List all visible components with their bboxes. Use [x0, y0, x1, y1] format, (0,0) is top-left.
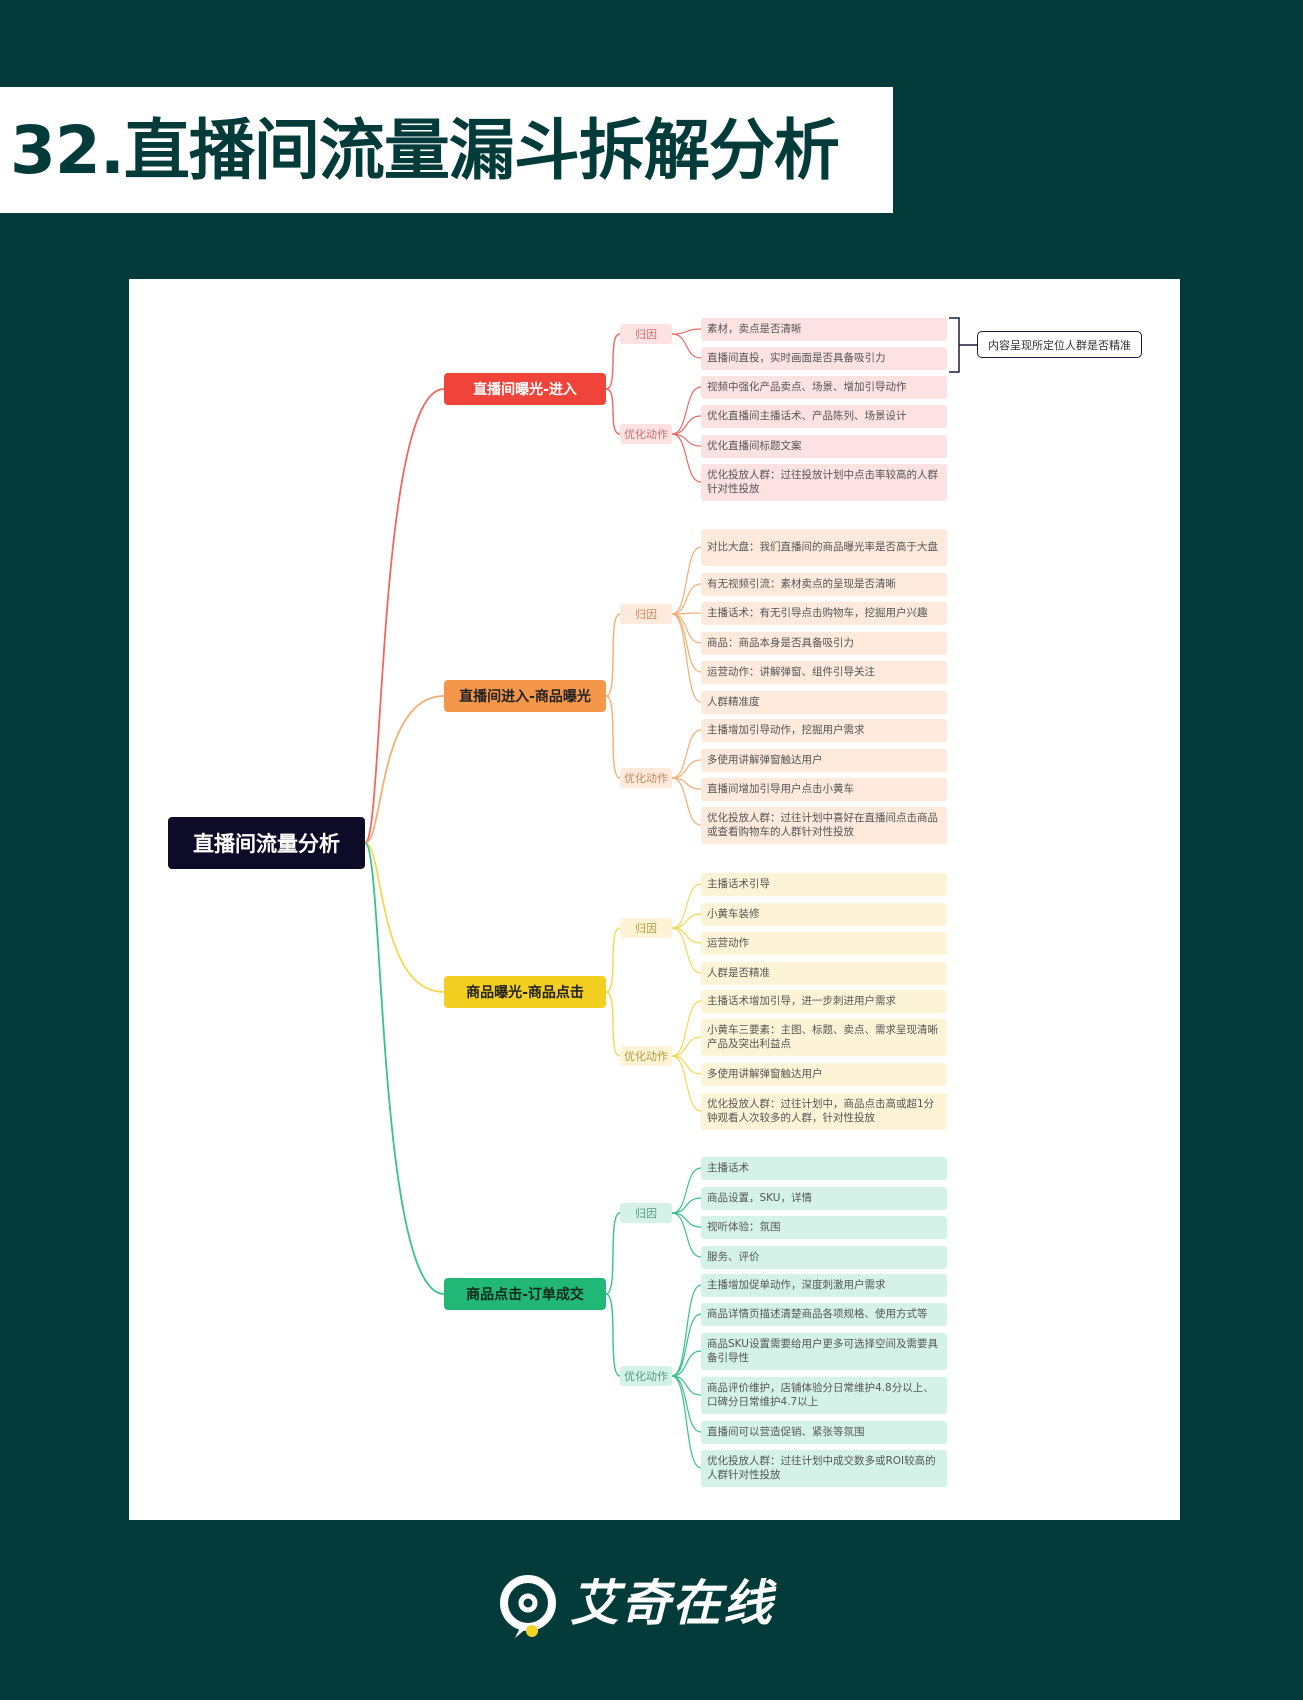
leaf-item: 直播间直投，实时画面是否具备吸引力: [701, 347, 947, 370]
leaf-item: 视听体验：氛围: [701, 1216, 947, 1239]
connector-line: [605, 991, 621, 1057]
connector-line: [671, 1313, 702, 1377]
mindmap-panel: 直播间流量分析 直播间曝光-进入 归因 优化动作 素材，卖点是否清晰 直播间直投…: [129, 279, 1180, 1520]
connector-line: [671, 1000, 702, 1057]
group-label: 优化动作: [620, 768, 672, 788]
connector-line: [671, 1212, 702, 1258]
leaf-item: 运营动作：讲解弹窗、组件引导关注: [701, 661, 947, 684]
leaf-item: 商品SKU设置需要给用户更多可选择空间及需要具备引导性: [701, 1333, 947, 1370]
group-label: 归因: [620, 324, 672, 344]
connector-line: [671, 883, 702, 929]
leaf-item: 多使用讲解弹窗触达用户: [701, 749, 947, 772]
connector-line: [671, 613, 702, 703]
root-node: 直播间流量分析: [168, 817, 365, 869]
logo-text: 艾奇在线: [570, 1575, 775, 1632]
connector-line: [671, 1375, 702, 1469]
connector-line: [605, 388, 621, 435]
connector-line: [671, 613, 702, 673]
leaf-item: 主播增加引导动作，挖掘用户需求: [701, 719, 947, 742]
connector-line: [671, 729, 702, 779]
leaf-item: 人群是否精准: [701, 962, 947, 985]
leaf-item: 主播话术引导: [701, 873, 947, 896]
connector-line: [671, 415, 702, 435]
leaf-item: 主播话术: [701, 1157, 947, 1180]
leaf-item: 服务、评价: [701, 1246, 947, 1269]
group-label: 归因: [620, 604, 672, 624]
connector-line: [671, 1055, 702, 1075]
leaf-item: 运营动作: [701, 932, 947, 955]
connector-line: [949, 317, 960, 373]
connector-line: [364, 842, 445, 993]
connector-line: [671, 1036, 702, 1057]
leaf-item: 商品：商品本身是否具备吸引力: [701, 632, 947, 655]
leaf-item: 优化投放人群：过往计划中喜好在直播间点击商品或查看购物车的人群针对性投放: [701, 807, 947, 844]
connector-line: [605, 695, 621, 779]
connector-line: [671, 927, 702, 944]
connector-line: [605, 1293, 621, 1377]
group-label: 归因: [620, 1203, 672, 1223]
connector-line: [671, 1197, 702, 1214]
connector-line: [671, 759, 702, 779]
connector-line: [671, 613, 702, 644]
leaf-item: 商品设置，SKU，详情: [701, 1187, 947, 1210]
connector-line: [671, 1375, 702, 1433]
branch-node: 商品曝光-商品点击: [444, 976, 606, 1008]
leaf-item: 主播话术：有无引导点击购物车，挖掘用户兴趣: [701, 602, 947, 625]
leaf-item: 商品详情页描述清楚商品各项规格、使用方式等: [701, 1303, 947, 1326]
connector-line: [671, 1350, 702, 1377]
leaf-item: 主播增加促单动作，深度刺激用户需求: [701, 1274, 947, 1297]
branch-node: 直播间曝光-进入: [444, 373, 606, 405]
connector-line: [671, 328, 702, 335]
connector-line: [605, 1212, 621, 1295]
leaf-item: 优化投放人群：过往计划中成交数多或ROI较高的人群针对性投放: [701, 1450, 947, 1487]
connector-line: [671, 433, 702, 483]
connector-line: [671, 1055, 702, 1112]
connector-line: [364, 695, 445, 844]
connector-line: [605, 927, 621, 993]
connector-line: [671, 583, 702, 615]
leaf-item: 有无视频引流：素材卖点的呈现是否清晰: [701, 573, 947, 596]
group-label: 归因: [620, 918, 672, 938]
leaf-item: 直播间可以营造促销、紧张等氛围: [701, 1421, 947, 1444]
connector-line: [671, 927, 702, 974]
connector-line: [364, 842, 445, 1295]
leaf-item: 对比大盘：我们直播间的商品曝光率是否高于大盘: [701, 529, 947, 566]
connector-line: [671, 333, 702, 359]
branch-node: 商品点击-订单成交: [444, 1278, 606, 1310]
branch-node: 直播间进入-商品曝光: [444, 680, 606, 712]
title-banner: 32.直播间流量漏斗拆解分析: [0, 87, 893, 213]
connector-line: [671, 1212, 702, 1228]
connector-line: [671, 386, 702, 435]
leaf-item: 多使用讲解弹窗触达用户: [701, 1063, 947, 1086]
leaf-item: 人群精准度: [701, 691, 947, 714]
leaf-item: 小黄车装修: [701, 903, 947, 926]
leaf-item: 商品评价维护，店铺体验分日常维护4.8分以上、口碑分日常维护4.7以上: [701, 1377, 947, 1414]
leaf-item: 小黄车三要素：主图、标题、卖点、需求呈现清晰产品及突出利益点: [701, 1019, 947, 1056]
connector-line: [671, 1284, 702, 1377]
leaf-item: 优化直播间标题文案: [701, 435, 947, 458]
leaf-item: 直播间增加引导用户点击小黄车: [701, 778, 947, 801]
leaf-item: 优化直播间主播话术、产品陈列、场景设计: [701, 405, 947, 428]
connector-line: [364, 388, 445, 844]
leaf-item: 优化投放人群：过往投放计划中点击率较高的人群针对性投放: [701, 464, 947, 501]
connector-line: [605, 613, 621, 697]
connector-line: [671, 913, 702, 929]
connector-lines: [364, 317, 977, 1469]
connector-line: [671, 546, 702, 615]
brand-logo: 艾奇在线: [495, 1570, 785, 1640]
leaf-item: 素材，卖点是否清晰: [701, 318, 947, 341]
leaf-item: 优化投放人群：过往计划中，商品点击高或超1分钟观看人次较多的人群，针对性投放: [701, 1093, 947, 1130]
leaf-item: 主播话术增加引导，进一步刺进用户需求: [701, 990, 947, 1013]
leaf-item: 视频中强化产品卖点、场景、增加引导动作: [701, 376, 947, 399]
connector-line: [671, 777, 702, 826]
logo-icon: [500, 1575, 556, 1638]
connector-line: [671, 1167, 702, 1214]
page-title: 32.直播间流量漏斗拆解分析: [10, 112, 840, 189]
group-label: 优化动作: [620, 424, 672, 444]
note-box: 内容呈现所定位人群是否精准: [977, 331, 1142, 358]
connector-line: [605, 333, 621, 390]
group-label: 优化动作: [620, 1046, 672, 1066]
group-label: 优化动作: [620, 1366, 672, 1386]
